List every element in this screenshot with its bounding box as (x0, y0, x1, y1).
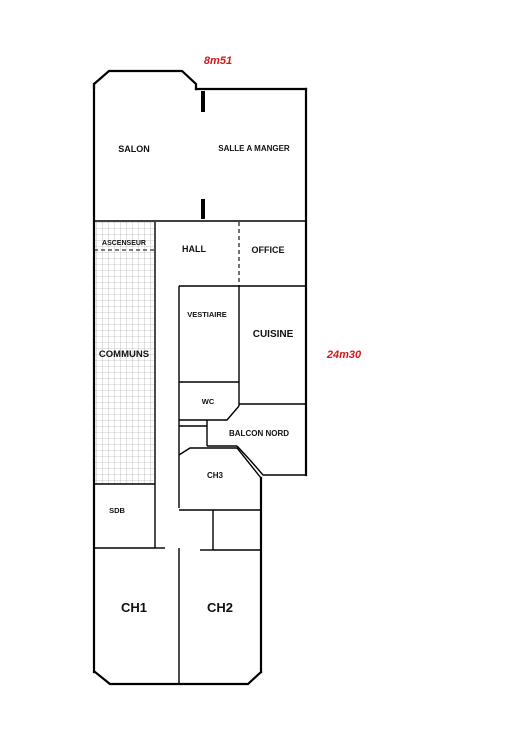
room-label-hall: HALL (182, 244, 206, 254)
room-label-salon: SALON (118, 144, 150, 154)
room-label-ascenseur: ASCENSEUR (102, 240, 146, 247)
dimension-width: 8m51 (204, 55, 232, 67)
room-label-office: OFFICE (252, 245, 285, 255)
room-label-ch1: CH1 (121, 600, 147, 615)
room-label-balcon-nord: BALCON NORD (229, 429, 289, 438)
interior-walls (94, 91, 306, 684)
dimension-length: 24m30 (326, 349, 362, 361)
room-label-ch2: CH2 (207, 600, 233, 615)
room-label-wc: WC (202, 397, 215, 406)
room-label-salle-a-manger: SALLE A MANGER (218, 144, 290, 153)
room-label-vestiaire: VESTIAIRE (187, 310, 227, 319)
room-label-cuisine: CUISINE (253, 329, 294, 340)
communs-grid-hatch (94, 222, 155, 484)
room-label-ch3: CH3 (207, 471, 224, 480)
room-label-sdb: SDB (109, 506, 125, 515)
room-label-communs: COMMUNS (99, 349, 149, 360)
